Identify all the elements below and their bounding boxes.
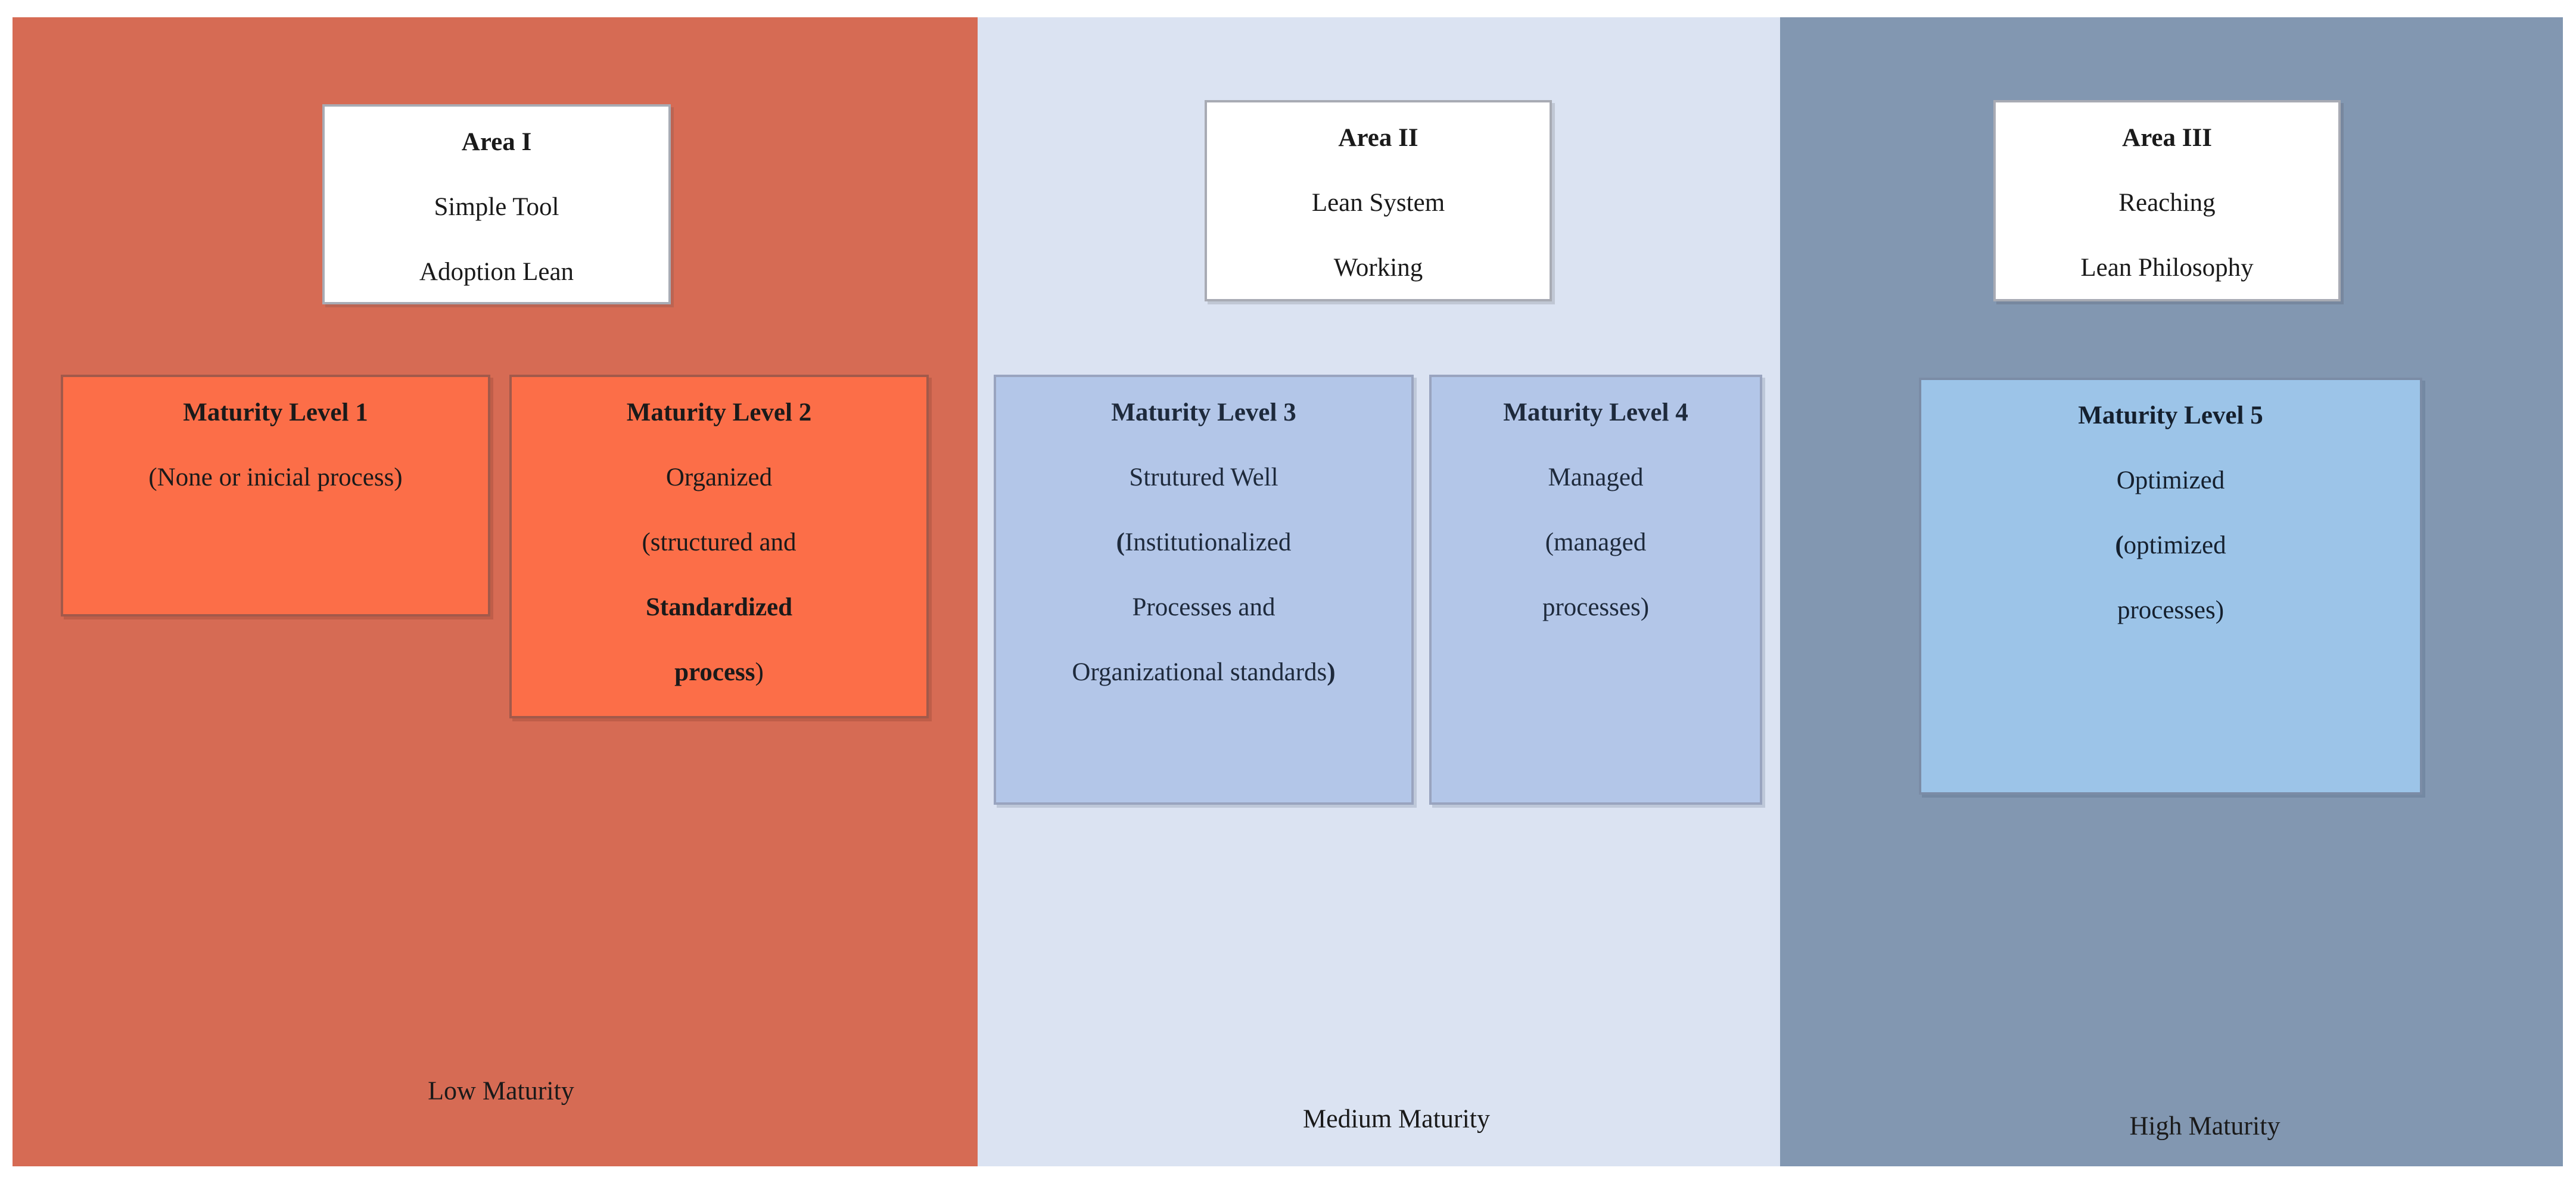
text-line: Standardized xyxy=(512,575,926,640)
text-line: Area II xyxy=(1207,105,1550,170)
text-segment: Standardized xyxy=(645,593,793,621)
text-line: Organizational standards) xyxy=(996,640,1411,705)
text-segment: Maturity Level 1 xyxy=(183,399,368,426)
text-segment: Optimized xyxy=(2116,466,2225,494)
text-segment: Reaching xyxy=(2118,189,2216,217)
text-line: (None or inicial process) xyxy=(63,445,488,510)
text-segment: processes) xyxy=(2117,596,2225,624)
text-line: Managed xyxy=(1432,445,1760,510)
text-line: Processes and xyxy=(996,575,1411,640)
text-segment: Area II xyxy=(1338,124,1418,152)
text-segment: ) xyxy=(1327,658,1336,686)
text-line: (Institutionalized xyxy=(996,510,1411,575)
text-segment: Managed xyxy=(1548,463,1644,491)
maturity-level-3-box: Maturity Level 3 Strutured Well (Instituti… xyxy=(994,375,1414,805)
text-line: Adoption Lean xyxy=(325,239,668,304)
text-line: Maturity Level 3 xyxy=(996,380,1411,445)
text-segment: processes) xyxy=(1542,593,1650,621)
text-segment: ( xyxy=(1116,528,1125,556)
text-segment: (structured and xyxy=(642,528,797,556)
text-segment: Working xyxy=(1333,254,1423,282)
text-line: Maturity Level 4 xyxy=(1432,380,1760,445)
text-line: Area I xyxy=(325,110,668,175)
maturity-level-2-box: Maturity Level 2 Organized (structured and… xyxy=(509,375,929,718)
text-line: Lean Philosophy xyxy=(1996,235,2338,300)
text-segment: Maturity Level 2 xyxy=(626,399,812,426)
text-segment: Lean System xyxy=(1311,189,1445,217)
maturity-level-1-box: Maturity Level 1 (None or inicial process… xyxy=(61,375,490,617)
text-segment: Area I xyxy=(461,128,532,156)
text-line: Organized xyxy=(512,445,926,510)
text-segment: (None or inicial process) xyxy=(148,463,403,491)
text-line: Maturity Level 5 xyxy=(1921,383,2420,448)
text-segment: Organizational standards xyxy=(1072,658,1327,686)
text-segment: Simple Tool xyxy=(434,193,559,221)
maturity-level-5-box: Maturity Level 5 Optimized (optimized proce… xyxy=(1919,378,2422,795)
high-maturity-label: High Maturity xyxy=(2129,1111,2281,1141)
text-line: (managed xyxy=(1432,510,1760,575)
text-segment: Institutionalized xyxy=(1124,528,1292,556)
text-segment: process xyxy=(674,658,755,686)
text-segment: (managed xyxy=(1545,528,1647,556)
text-line: Working xyxy=(1207,235,1550,300)
text-line: process) xyxy=(512,640,926,705)
text-line: Optimized xyxy=(1921,448,2420,513)
text-line: Area III xyxy=(1996,105,2338,170)
text-segment: Processes and xyxy=(1132,593,1275,621)
text-segment: Area III xyxy=(2122,124,2212,152)
text-segment: Organized xyxy=(665,463,773,491)
low-maturity-label: Low Maturity xyxy=(428,1076,574,1106)
text-segment: ) xyxy=(755,658,764,686)
text-segment: optimized xyxy=(2123,531,2226,559)
text-segment: Maturity Level 4 xyxy=(1503,399,1688,426)
text-line: (optimized xyxy=(1921,513,2420,578)
text-line: processes) xyxy=(1921,578,2420,643)
text-line: Lean System xyxy=(1207,170,1550,235)
text-segment: Lean Philosophy xyxy=(2080,254,2254,282)
text-line: Maturity Level 2 xyxy=(512,380,926,445)
text-line: Simple Tool xyxy=(325,175,668,239)
text-line: (structured and xyxy=(512,510,926,575)
text-segment: Adoption Lean xyxy=(419,258,574,286)
text-segment: Strutured Well xyxy=(1129,463,1278,491)
maturity-level-4-box: Maturity Level 4 Managed (managed processes… xyxy=(1429,375,1762,805)
medium-maturity-label: Medium Maturity xyxy=(1302,1104,1491,1134)
text-segment: Maturity Level 5 xyxy=(2078,401,2263,429)
text-line: Strutured Well xyxy=(996,445,1411,510)
text-line: Reaching xyxy=(1996,170,2338,235)
text-line: processes) xyxy=(1432,575,1760,640)
text-line: Maturity Level 1 xyxy=(63,380,488,445)
text-segment: Maturity Level 3 xyxy=(1111,399,1296,426)
text-segment: ( xyxy=(2115,531,2124,559)
